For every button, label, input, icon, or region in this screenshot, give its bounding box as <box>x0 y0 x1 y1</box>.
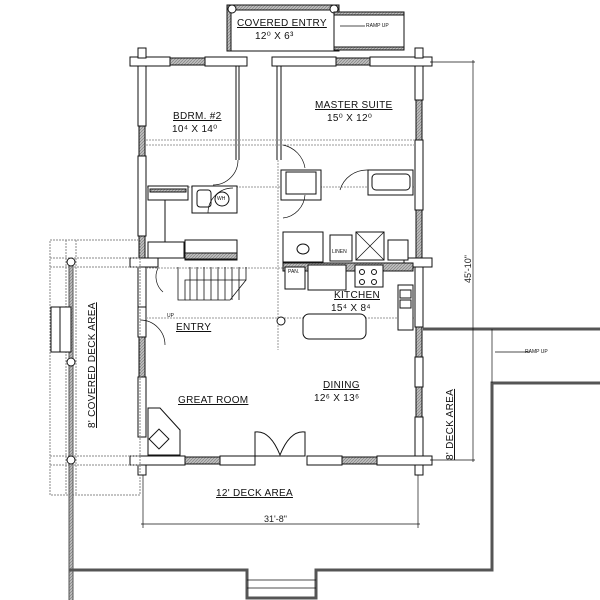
linen-label: LINEN <box>332 249 347 255</box>
bedroom2-label: BDRM. #2 <box>173 111 222 122</box>
kitchen-size: 15⁴ X 8⁴ <box>331 303 371 314</box>
covered-entry-structure <box>226 4 405 52</box>
deck-outline <box>69 327 600 600</box>
great-room-label: GREAT ROOM <box>178 395 249 406</box>
left-covered-deck <box>49 239 141 496</box>
stair-up-label: UP <box>167 313 174 319</box>
pantry-label: PAN. <box>288 269 300 275</box>
kitchen-counters <box>276 194 414 340</box>
bedroom2-size: 10⁴ X 14⁰ <box>172 124 218 135</box>
bath-block <box>147 159 239 261</box>
staircase <box>139 267 247 346</box>
dining-size: 12⁶ X 13⁶ <box>314 393 360 404</box>
great-room-fixtures <box>147 407 306 457</box>
exterior-walls <box>129 47 433 476</box>
bottom-deck-label: 12' DECK AREA <box>216 488 293 499</box>
ramp-up-top-label: RAMP UP <box>366 23 389 29</box>
left-deck-rail <box>50 257 76 600</box>
dining-label: DINING <box>323 380 360 391</box>
dimension-lines <box>141 60 475 528</box>
right-deck-label: 8' DECK AREA <box>445 388 456 460</box>
width-dimension: 31'-8" <box>264 514 287 524</box>
master-closet <box>280 144 414 201</box>
ramp-up-right-label: RAMP UP <box>525 349 548 355</box>
left-deck-label: 8' COVERED DECK AREA <box>87 302 98 428</box>
master-suite-size: 15⁰ X 12⁰ <box>327 113 373 124</box>
depth-dimension: 45'-10" <box>463 255 473 283</box>
master-suite-label: MASTER SUITE <box>315 100 393 111</box>
covered-entry-label: COVERED ENTRY <box>237 18 327 29</box>
interior-walls <box>146 66 415 350</box>
entry-label: ENTRY <box>176 322 212 333</box>
kitchen-label: KITCHEN <box>334 290 380 301</box>
water-heater-label: WH <box>217 196 226 202</box>
covered-entry-size: 12⁰ X 6³ <box>255 31 294 42</box>
